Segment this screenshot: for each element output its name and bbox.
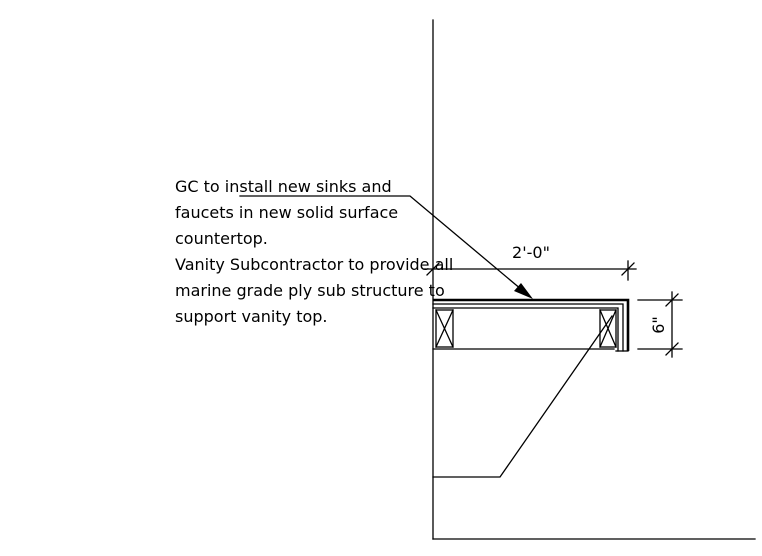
width-dimension-label: 2'-0": [512, 243, 550, 262]
countertop-outer-edge: [433, 298, 630, 351]
general-note: GC to install new sinks and faucets in n…: [175, 177, 453, 326]
countertop: [432, 298, 630, 352]
height-dimension-label: 6": [649, 316, 668, 334]
note-line-2: faucets in new solid surface: [175, 203, 398, 222]
blocking-right-cross-b: [599, 309, 617, 348]
blocking-left-cross-b: [435, 309, 454, 348]
note-leader-arrowhead: [514, 283, 533, 299]
note-line-4: Vanity Subcontractor to provide all: [175, 255, 453, 274]
height-dimension-tick-bottom: [665, 342, 679, 356]
note-line-1: GC to install new sinks and: [175, 177, 392, 196]
width-dimension-tick-left: [426, 262, 440, 276]
support-leader-line: [432, 315, 613, 478]
blocking-right: [599, 309, 617, 348]
note-leader-line: [239, 195, 529, 296]
countertop-inner-layer: [432, 307, 619, 352]
blocking-left: [435, 309, 454, 348]
height-dimension-tick-top: [665, 293, 679, 307]
note-line-3: countertop.: [175, 229, 268, 248]
ply-sub-structure: [432, 309, 617, 350]
note-line-5: marine grade ply sub structure to: [175, 281, 445, 300]
width-dimension: 2'-0": [423, 243, 637, 281]
countertop-middle-layer: [432, 303, 624, 352]
note-line-6: support vanity top.: [175, 307, 328, 326]
height-dimension: 6": [637, 291, 683, 358]
note-leader: [239, 195, 533, 299]
